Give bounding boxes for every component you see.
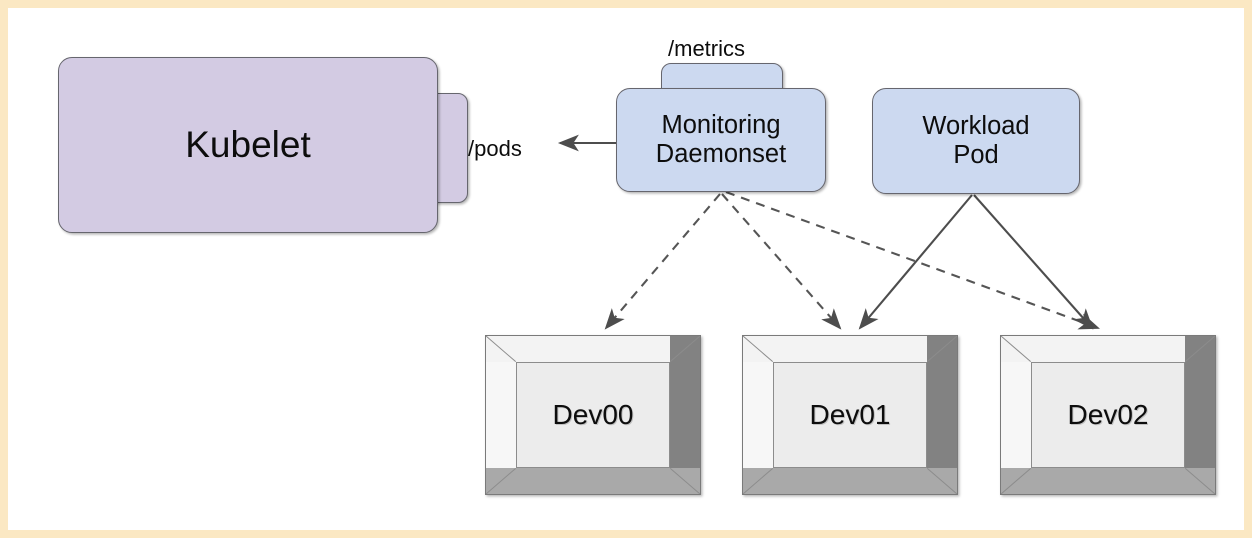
device-box-dev00[interactable]: Dev00 xyxy=(485,335,701,495)
bevel-right xyxy=(927,336,957,494)
bevel-left xyxy=(486,336,516,494)
device-box-dev02[interactable]: Dev02 xyxy=(1000,335,1216,495)
bevel-mitre-lines xyxy=(743,336,957,494)
bevel-bottom xyxy=(486,468,700,494)
kubelet-label: Kubelet xyxy=(185,124,311,166)
node-kubelet[interactable]: Kubelet xyxy=(58,57,438,233)
device-face: Dev02 xyxy=(1031,362,1185,468)
workload-pod-line2: Pod xyxy=(953,141,999,169)
node-monitoring-daemonset[interactable]: Monitoring Daemonset xyxy=(616,88,826,192)
workload-pod-label: Workload Pod xyxy=(922,112,1029,169)
edge-label-metrics: /metrics xyxy=(668,36,745,61)
bevel-mitre-lines xyxy=(486,336,700,494)
bevel-left xyxy=(1001,336,1031,494)
monitoring-daemonset-line1: Monitoring xyxy=(661,111,781,140)
edge-daemonset-to-dev02 xyxy=(725,191,1100,330)
monitoring-daemonset-label: Monitoring Daemonset xyxy=(656,111,786,168)
bevel-left xyxy=(743,336,773,494)
monitoring-daemonset-line2: Daemonset xyxy=(655,140,787,168)
bevel-bottom xyxy=(1001,468,1215,494)
bevel-right xyxy=(670,336,700,494)
bevel-top xyxy=(743,336,957,362)
bevel-top xyxy=(486,336,700,362)
edge-label-pods: /pods xyxy=(468,136,522,161)
edge-workloadpod-to-dev02 xyxy=(973,194,1094,330)
device-label-dev01: Dev01 xyxy=(809,399,891,430)
diagram-canvas: Kubelet /pods /metrics Monitoring Daemon… xyxy=(8,8,1244,530)
bevel-top xyxy=(1001,336,1215,362)
bevel-mitre-lines xyxy=(1001,336,1215,494)
workload-pod-line1: Workload xyxy=(922,112,1030,141)
device-label-dev02: Dev02 xyxy=(1067,399,1149,430)
device-face: Dev00 xyxy=(516,362,670,468)
bevel-right xyxy=(1185,336,1215,494)
node-workload-pod[interactable]: Workload Pod xyxy=(872,88,1080,194)
device-label-dev00: Dev00 xyxy=(552,399,634,430)
device-box-dev01[interactable]: Dev01 xyxy=(742,335,958,495)
edge-daemonset-to-dev01 xyxy=(721,193,842,330)
edge-daemonset-to-dev00 xyxy=(604,193,721,330)
edge-workloadpod-to-dev01 xyxy=(858,194,973,330)
device-face: Dev01 xyxy=(773,362,927,468)
bevel-bottom xyxy=(743,468,957,494)
